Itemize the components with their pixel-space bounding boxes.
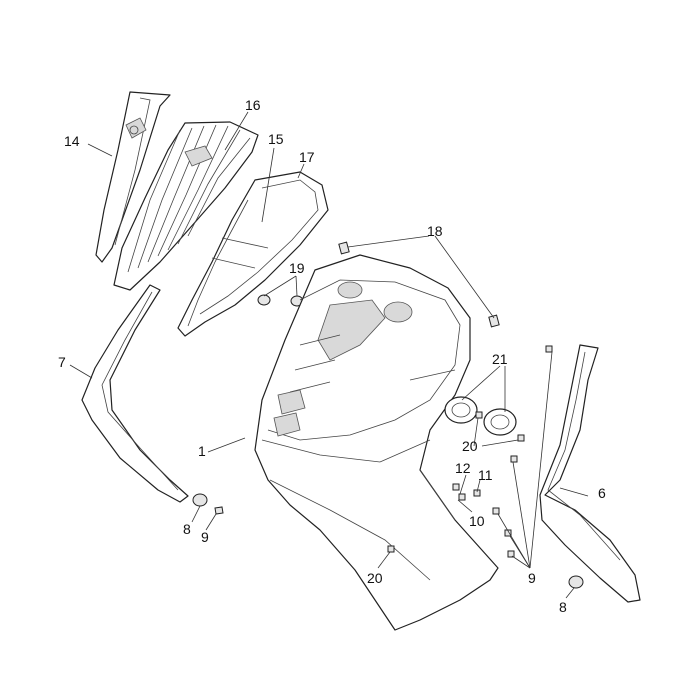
callout-7: 7: [58, 354, 66, 370]
callout-9-left: 9: [201, 529, 209, 545]
part-18-clips: [338, 241, 500, 328]
callout-18: 18: [427, 223, 443, 239]
callout-8-right: 8: [559, 599, 567, 615]
callout-9-right: 9: [528, 570, 536, 586]
callout-11: 11: [478, 467, 493, 483]
callout-14: 14: [64, 133, 80, 149]
part-16-grille: [113, 121, 259, 291]
part-6-right-trim: [539, 344, 641, 603]
callout-16: 16: [245, 97, 261, 113]
callout-20-bottom: 20: [367, 570, 383, 586]
part-14-front-trim: [95, 91, 171, 263]
part-19-grommets: [257, 294, 304, 307]
callout-10: 10: [469, 513, 485, 529]
callout-15: 15: [268, 131, 284, 147]
part-17-inner-frame: [177, 171, 329, 337]
part-21-round-covers: [444, 396, 517, 436]
callout-8-left: 8: [183, 521, 191, 537]
part-7-left-trim: [81, 284, 189, 503]
part-8-cap-right: [568, 575, 584, 589]
callout-20-right: 20: [462, 438, 478, 454]
part-8-cap-left: [192, 493, 208, 507]
callout-12: 12: [455, 460, 471, 476]
callout-labels: 14 16 15 17 18 19 7 21 20 1 12 11 6 10 8…: [58, 97, 606, 615]
leader-lines: [69, 111, 589, 599]
callout-17: 17: [299, 149, 315, 165]
callout-19: 19: [289, 260, 305, 276]
callout-6: 6: [598, 485, 606, 501]
callout-21: 21: [492, 351, 508, 367]
part-9-screw-left: [214, 506, 224, 515]
callout-1: 1: [198, 443, 206, 459]
part-1-front-shield: [254, 254, 499, 631]
